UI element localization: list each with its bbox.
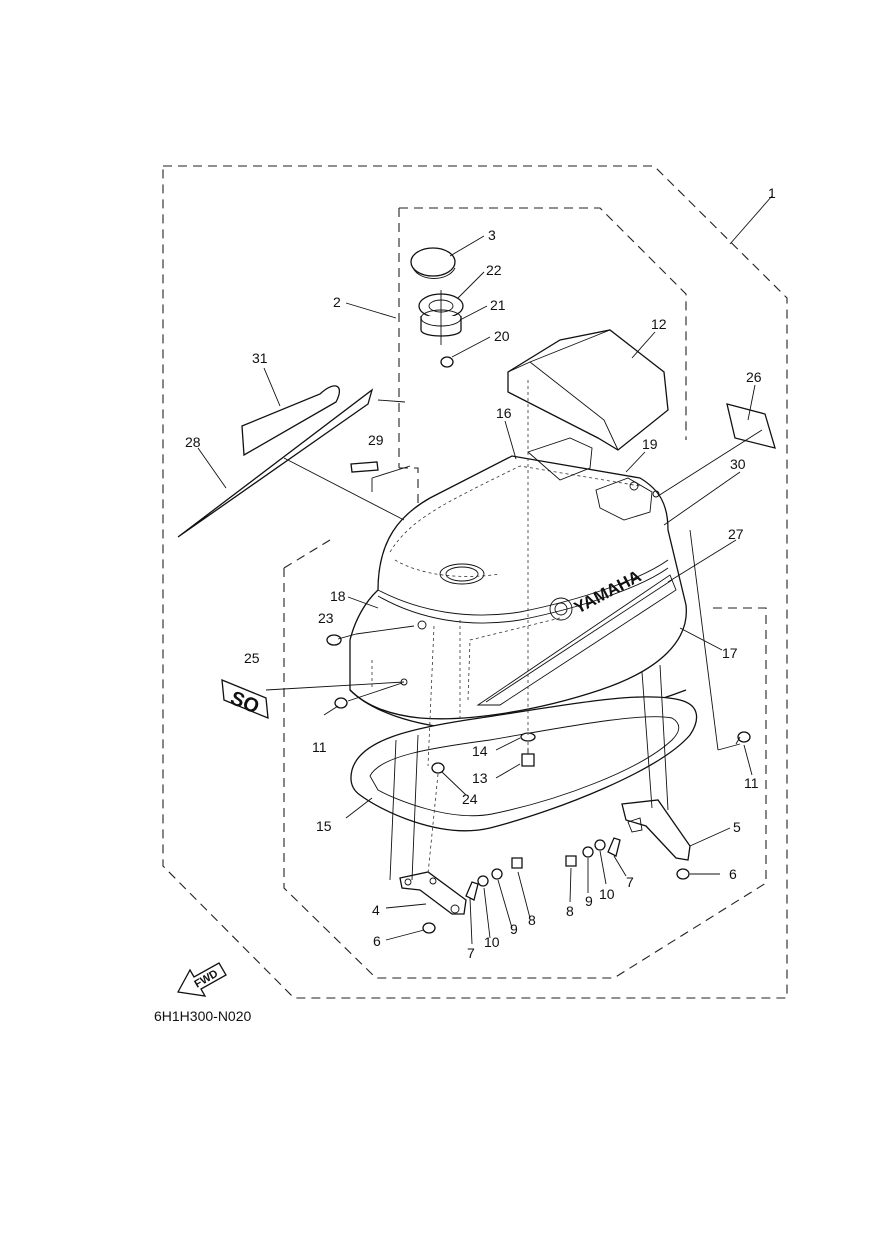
screw-11-right [735, 731, 751, 745]
callout-21: 21 [490, 297, 506, 313]
callout-16: 16 [496, 405, 512, 421]
callout-13: 13 [472, 770, 488, 786]
nut-6-right [676, 868, 690, 880]
callout-4: 4 [372, 902, 380, 918]
badge-25: SO [221, 678, 269, 720]
callout-17: 17 [722, 645, 738, 661]
grommet-24 [431, 762, 445, 774]
clip-7-left [465, 881, 479, 901]
callout-28: 28 [185, 434, 201, 450]
callout-15: 15 [316, 818, 332, 834]
top-cowling [349, 437, 687, 731]
callout-9a: 9 [510, 921, 518, 937]
callout-7a: 7 [467, 945, 475, 961]
callout-30: 30 [730, 456, 746, 472]
callout-6a: 6 [373, 933, 381, 949]
callout-10a: 10 [484, 934, 500, 950]
bracket-4 [399, 871, 467, 915]
part-cap-3 [410, 247, 456, 279]
callout-27: 27 [728, 526, 744, 542]
callout-18: 18 [330, 588, 346, 604]
bolt-8-left [511, 857, 523, 869]
part-link-20 [440, 290, 454, 368]
callout-23: 23 [318, 610, 334, 626]
callout-29: 29 [368, 432, 384, 448]
leader-lines [197, 195, 773, 945]
callout-10b: 10 [599, 886, 615, 902]
callout-8a: 8 [528, 912, 536, 928]
decal-28 [177, 388, 374, 538]
callout-14: 14 [472, 743, 488, 759]
callout-2: 2 [333, 294, 341, 310]
decal-29 [350, 461, 379, 473]
decal-31 [241, 385, 341, 457]
bracket-5 [621, 799, 691, 861]
callout-9b: 9 [585, 893, 593, 909]
nut-6-left [422, 922, 436, 934]
washer-10-right [594, 839, 606, 851]
screw-23 [326, 633, 357, 646]
callout-6b: 6 [729, 866, 737, 882]
part-cover-12 [507, 329, 669, 451]
assembly-lines [265, 380, 741, 881]
decal-26 [726, 403, 776, 449]
washer-10-left [477, 875, 489, 887]
callout-26: 26 [746, 369, 762, 385]
callout-22: 22 [486, 262, 502, 278]
callout-11a: 11 [312, 739, 327, 755]
callout-labels: 1 2 3 4 5 6 6 7 7 8 8 9 9 10 10 11 11 12… [185, 185, 776, 961]
fwd-label: FWD [193, 968, 221, 991]
screw-11-left [334, 697, 348, 709]
callout-5: 5 [733, 819, 741, 835]
washer-14 [520, 732, 536, 742]
callout-25: 25 [244, 650, 260, 666]
group-boundary-inner [283, 539, 767, 979]
callout-19: 19 [642, 436, 658, 452]
bolt-8-right [565, 855, 577, 867]
callout-7b: 7 [626, 874, 634, 890]
group-boundary-1 [162, 165, 788, 999]
callout-24: 24 [462, 791, 478, 807]
callout-31: 31 [252, 350, 268, 366]
callout-8b: 8 [566, 903, 574, 919]
callout-12: 12 [651, 316, 667, 332]
fwd-arrow-icon: FWD [176, 962, 227, 997]
clip-7-right [607, 837, 621, 857]
callout-11b: 11 [744, 775, 759, 791]
callout-3: 3 [488, 227, 496, 243]
washer-9-right [582, 846, 594, 858]
callout-20: 20 [494, 328, 510, 344]
callout-1: 1 [768, 185, 776, 201]
diagram-code: 6H1H300-N020 [154, 1008, 251, 1024]
washer-9-left [491, 868, 503, 880]
